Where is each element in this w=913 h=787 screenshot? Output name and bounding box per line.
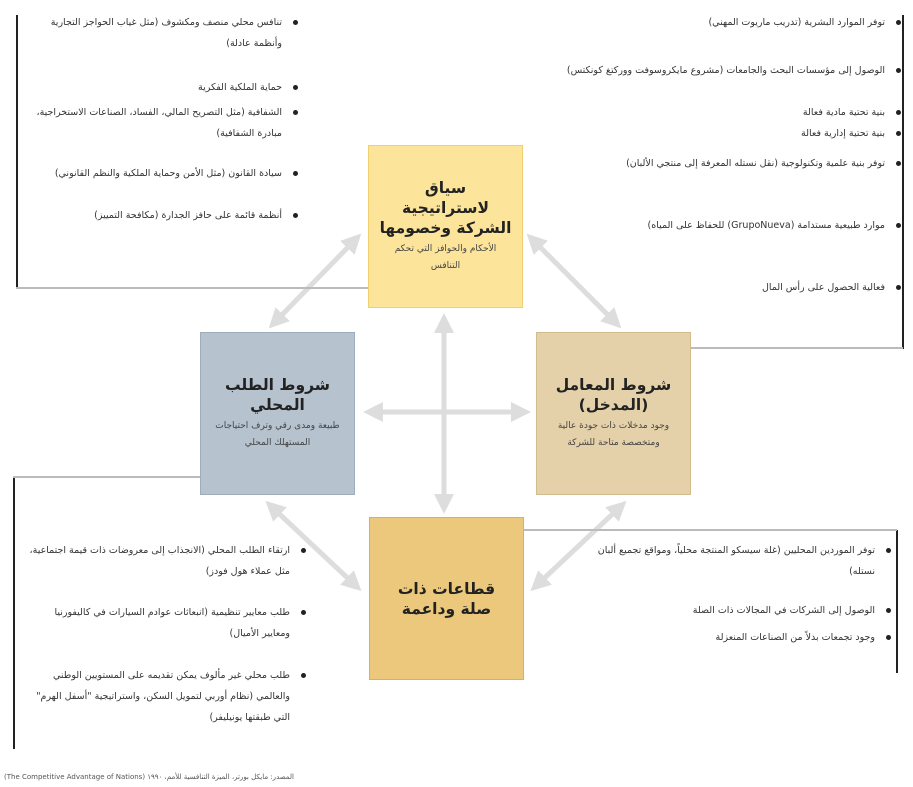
list-item: توفر الموارد البشرية (تدريب ماريوت المهن…	[540, 12, 901, 33]
list-item: توفر الموردين المحليين (غلة سيسكو المنتج…	[590, 540, 891, 582]
list-item: حماية الملكية الفكرية	[26, 77, 298, 98]
list-item: بنية تحتية مادية فعالة	[540, 102, 901, 123]
list-item: سيادة القانون (مثل الأمن وحماية الملكية …	[26, 163, 298, 184]
list-item: توفر بنية علمية وتكنولوجية (نقل نستله ال…	[540, 153, 901, 174]
arrow-strategy-demand	[268, 233, 362, 329]
box-firm-strategy: سياق لاستراتيجية الشركة وخصومها الأحكام …	[368, 145, 523, 308]
source-footer: المصدر: مايكل بورتر، الميزة التنافسية لل…	[4, 773, 294, 781]
list-item: طلب معايير تنظيمية (انبعاثات عوادم السيا…	[24, 602, 306, 644]
list-item: الوصول إلى مؤسسات البحث والجامعات (مشروع…	[540, 60, 901, 81]
box-title: قطاعات ذات صلة وداعمة	[397, 579, 496, 618]
bracket-related	[896, 530, 898, 673]
connector-strategy	[16, 287, 368, 289]
connector-demand	[13, 476, 200, 478]
box-subtitle: وجود مدخلات ذات جودة عالية ومتخصصة متاحة…	[557, 421, 670, 448]
arrow-factor-related	[530, 500, 627, 592]
list-item: وجود تجمعات بدلاً من الصناعات المنعزلة	[590, 627, 891, 648]
bracket-strategy	[16, 15, 18, 289]
list-item: تنافس محلي منصف ومكشوف (مثل غياب الحواجز…	[26, 12, 298, 54]
box-subtitle: الأحكام والحوافز التي تحكم التنافس	[394, 244, 497, 271]
box-factor-conditions: شروط المعامل (المدخل) وجود مدخلات ذات جو…	[536, 332, 691, 495]
bracket-demand	[13, 477, 15, 749]
list-item: الوصول إلى الشركات في المجالات ذات الصلة	[590, 600, 891, 621]
box-title: شروط الطلب المحلي	[225, 376, 330, 414]
list-item: طلب محلي غير مألوف يمكن تقديمه على المست…	[24, 665, 306, 728]
connector-factor	[691, 347, 903, 349]
arrow-strategy-factor	[526, 233, 622, 329]
list-item: أنظمة قائمة على حافز الجدارة (مكافحة الت…	[26, 205, 298, 226]
arrow-demand-related	[265, 500, 362, 592]
list-item: الشفافية (مثل التصريح المالي، الفساد، ال…	[26, 102, 298, 144]
connector-related	[523, 529, 897, 531]
list-item: ارتقاء الطلب المحلي (الانجذاب إلى معروضا…	[24, 540, 306, 582]
list-item: موارد طبيعية مستدامة (GrupoNueva) للحفاظ…	[540, 215, 901, 236]
box-title: سياق لاستراتيجية الشركة وخصومها	[379, 179, 512, 237]
box-subtitle: طبيعة ومدى رقي وترف احتياجات المستهلك ال…	[215, 421, 340, 448]
box-demand-conditions: شروط الطلب المحلي طبيعة ومدى رقي وترف اح…	[200, 332, 355, 495]
bracket-factor	[902, 15, 904, 349]
list-item: بنية تحتية إدارية فعالة	[540, 123, 901, 144]
box-title: شروط المعامل (المدخل)	[555, 376, 672, 414]
list-item: فعالية الحصول على رأس المال	[540, 277, 901, 298]
box-related-industries: قطاعات ذات صلة وداعمة	[369, 517, 524, 680]
